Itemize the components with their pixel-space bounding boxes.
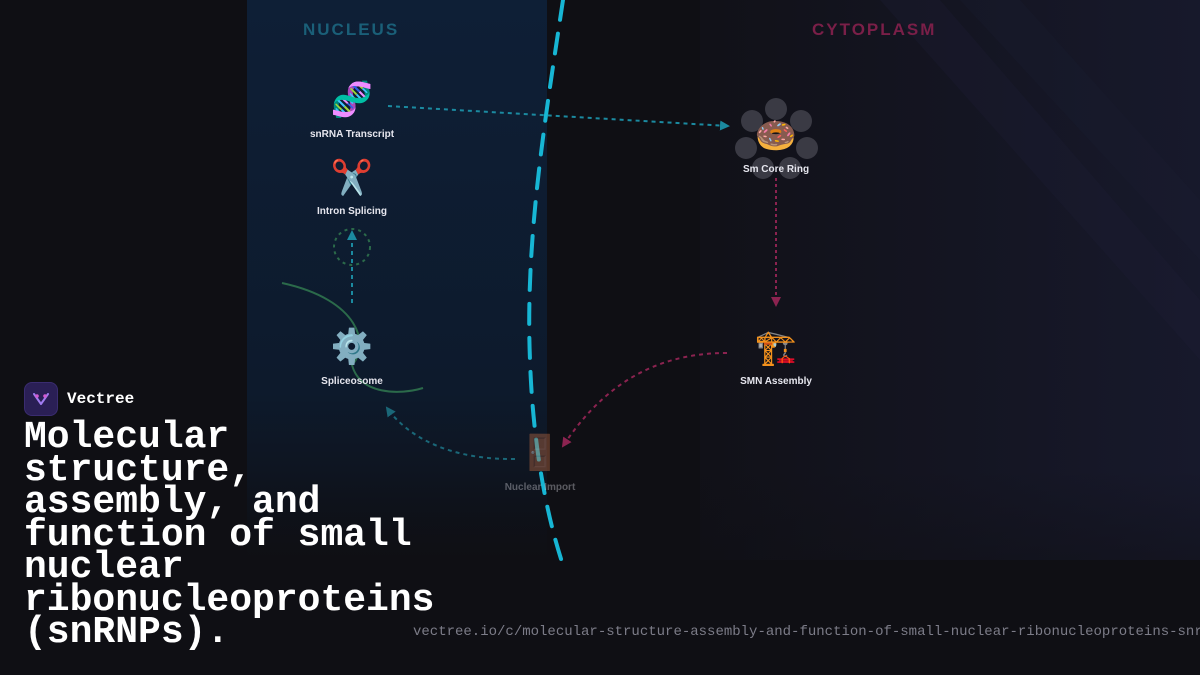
vectree-logo-icon [24, 382, 58, 416]
page-url[interactable]: vectree.io/c/molecular-structure-assembl… [413, 624, 1200, 640]
recycling-loop [281, 282, 424, 393]
page-title: Molecular structure, assembly, and funct… [24, 416, 435, 654]
arrow-transcript-to-sm-core [387, 105, 730, 131]
node-smn-assembly: SMN Assembly [740, 376, 812, 387]
door-icon: 🚪 [518, 433, 562, 473]
construction-crane-icon: 🏗️ [754, 328, 798, 368]
donut-icon: 🍩 [754, 116, 798, 156]
cytoplasm-label: CYTOPLASM [812, 20, 937, 39]
arrow-import-to-spliceosome [385, 406, 516, 461]
node-sm-core-ring: Sm Core Ring [742, 164, 810, 175]
brand-name: Vectree [67, 390, 135, 408]
nucleus-region [247, 0, 547, 560]
cycle-marker [333, 228, 371, 266]
arrow-smn-to-import [561, 352, 728, 448]
node-intron-splicing: Intron Splicing [317, 206, 387, 217]
nuclear-membrane [527, 0, 565, 567]
dna-icon: 🧬 [330, 80, 374, 120]
node-spliceosome: Spliceosome [321, 376, 383, 387]
node-snrna-transcript: snRNA Transcript [309, 129, 395, 140]
scissors-icon: ✂️ [330, 158, 374, 198]
nucleus-label: NUCLEUS [303, 20, 400, 39]
brand: Vectree [24, 382, 134, 416]
node-nuclear-import: Nuclear Import [504, 482, 576, 493]
gear-icon: ⚙️ [330, 327, 374, 367]
sm-ring-subunits [735, 98, 818, 179]
cytoplasm-region [700, 0, 1200, 560]
